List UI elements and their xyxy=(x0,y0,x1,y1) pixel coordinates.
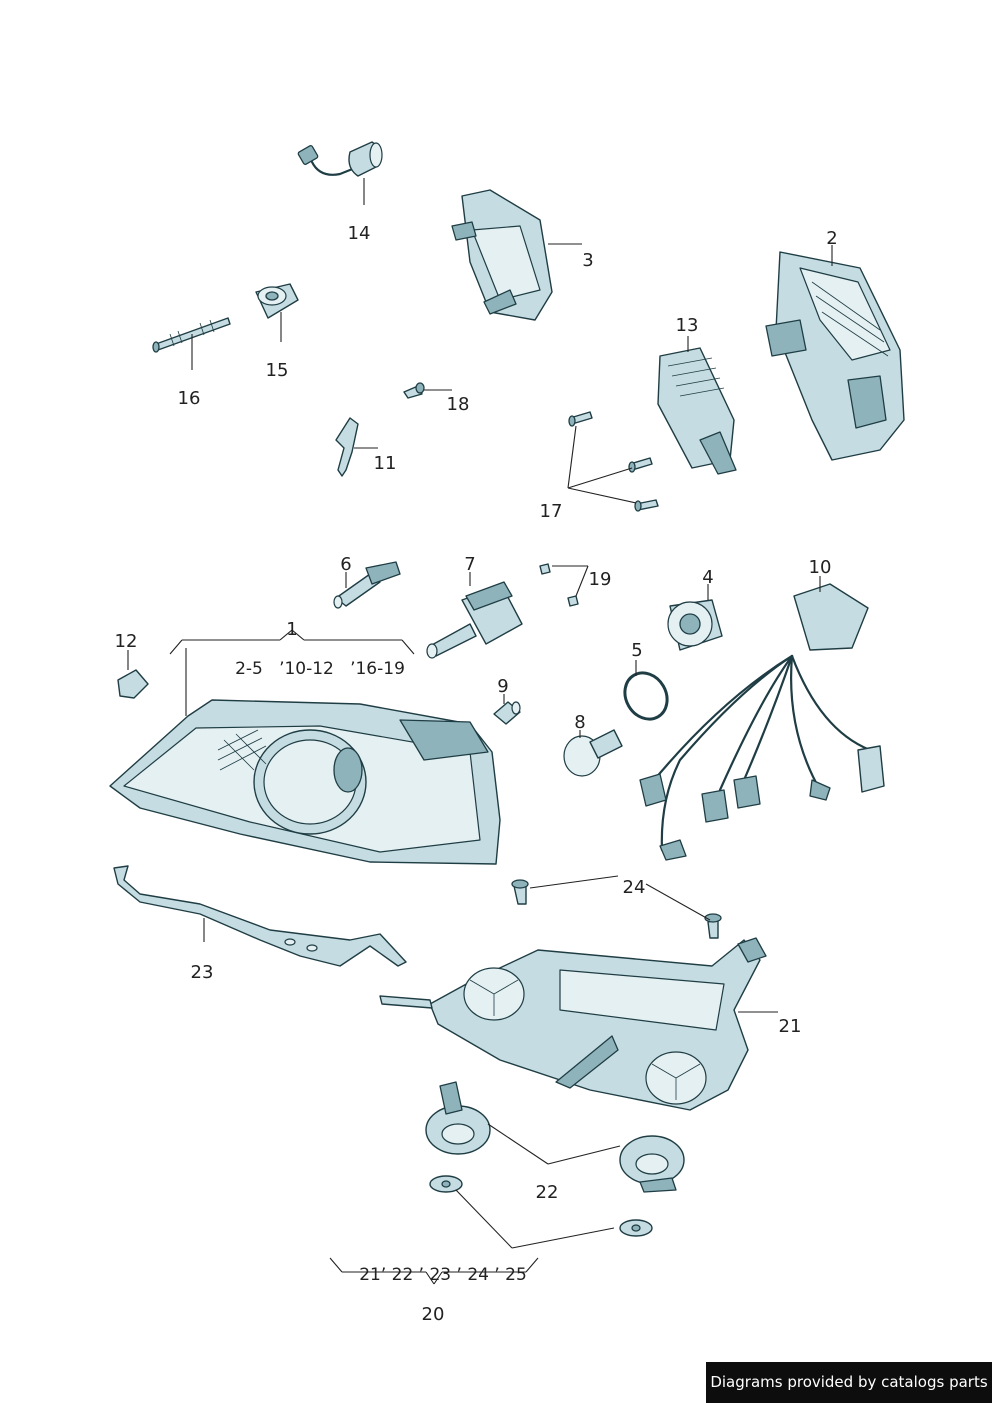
part-22-adjusting-rings xyxy=(425,1081,685,1193)
callout-12: 12 xyxy=(115,631,138,652)
callout-3: 3 xyxy=(582,250,593,271)
part-2-rear-cover xyxy=(765,245,905,461)
callout-15: 15 xyxy=(266,360,289,381)
part-14-bulb-holder-wire xyxy=(297,141,383,205)
part-25-clips xyxy=(429,1175,653,1249)
part-23-bracket xyxy=(113,865,407,967)
part-24-screws xyxy=(511,875,722,939)
callout-23: 23 xyxy=(191,962,214,983)
part-8-bulb xyxy=(563,729,623,777)
callout-4: 4 xyxy=(702,567,713,588)
part-7-xenon-bulb xyxy=(426,572,523,659)
callout-5: 5 xyxy=(631,640,642,661)
callout-13: 13 xyxy=(676,315,699,336)
part-5-seal-ring xyxy=(623,660,669,721)
part-19-screws xyxy=(539,563,589,607)
callout-2: 2 xyxy=(826,228,837,249)
callout-1: 1 xyxy=(286,619,297,640)
callout-11: 11 xyxy=(374,453,397,474)
part-6-bulb xyxy=(333,561,401,609)
part-16-adjusting-screw xyxy=(152,317,231,370)
callout-7: 7 xyxy=(464,554,475,575)
part-21-base-housing xyxy=(379,937,778,1111)
part-9-small-bulb xyxy=(493,694,521,725)
diagram-credit-text: Diagrams provided by catalogs parts xyxy=(710,1373,988,1391)
callout-22: 22 xyxy=(536,1182,559,1203)
diagram-credit-banner: Diagrams provided by catalogs parts xyxy=(706,1362,992,1403)
assembly-20-bracket xyxy=(329,1257,539,1285)
part-10-wiring-harness xyxy=(639,576,885,861)
part-17-screws xyxy=(567,411,659,512)
part-15-nut xyxy=(255,283,299,342)
callout-14: 14 xyxy=(348,223,371,244)
callout-6: 6 xyxy=(340,554,351,575)
callout-16: 16 xyxy=(178,388,201,409)
callout-19: 19 xyxy=(589,569,612,590)
part-18-screw xyxy=(403,382,452,399)
callout-9: 9 xyxy=(497,676,508,697)
part-11-clip xyxy=(335,417,378,477)
part-12-bulb xyxy=(117,650,149,699)
callout-20: 20 xyxy=(422,1304,445,1325)
part-13-control-unit xyxy=(657,336,737,475)
assembly-20-range: 21’ 22 ’ 23 ’ 24 ’ 25 xyxy=(359,1265,527,1285)
callout-8: 8 xyxy=(574,712,585,733)
callout-21: 21 xyxy=(779,1016,802,1037)
part-4-bulb-holder xyxy=(667,584,723,651)
assembly-1-range: 2-5 ’10-12 ’16-19 xyxy=(235,659,405,679)
part-3-housing-cover xyxy=(451,189,582,321)
part-1-headlight-assembly xyxy=(109,629,501,865)
callout-17: 17 xyxy=(540,501,563,522)
callout-24: 24 xyxy=(623,877,646,898)
callout-10: 10 xyxy=(809,557,832,578)
callout-18: 18 xyxy=(447,394,470,415)
